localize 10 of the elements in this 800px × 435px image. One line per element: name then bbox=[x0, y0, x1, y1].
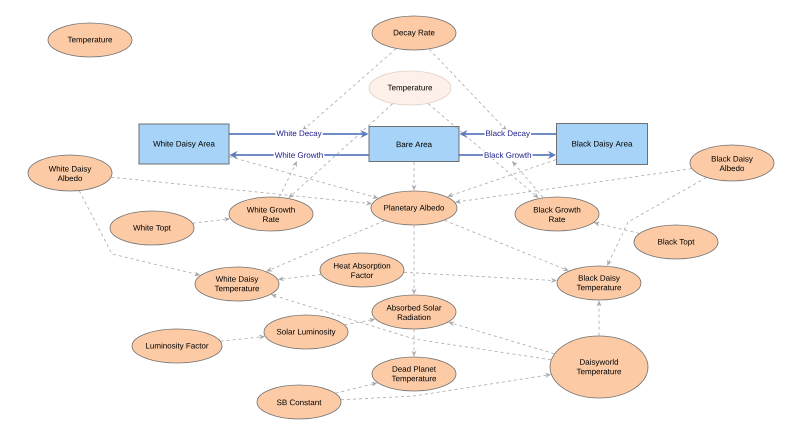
arrow bbox=[512, 161, 544, 198]
arrow bbox=[429, 48, 507, 131]
edge-label: Black Growth bbox=[482, 151, 533, 159]
stock-box: Bare Area bbox=[368, 126, 460, 162]
edge-label: White Growth bbox=[274, 151, 324, 159]
stock-box: Black Daisy Area bbox=[556, 123, 648, 165]
arrow bbox=[302, 48, 396, 131]
stock-box: White Daisy Area bbox=[138, 124, 230, 164]
edge-label: White Decay bbox=[275, 129, 323, 139]
edge-label: Black Decay bbox=[484, 129, 531, 139]
